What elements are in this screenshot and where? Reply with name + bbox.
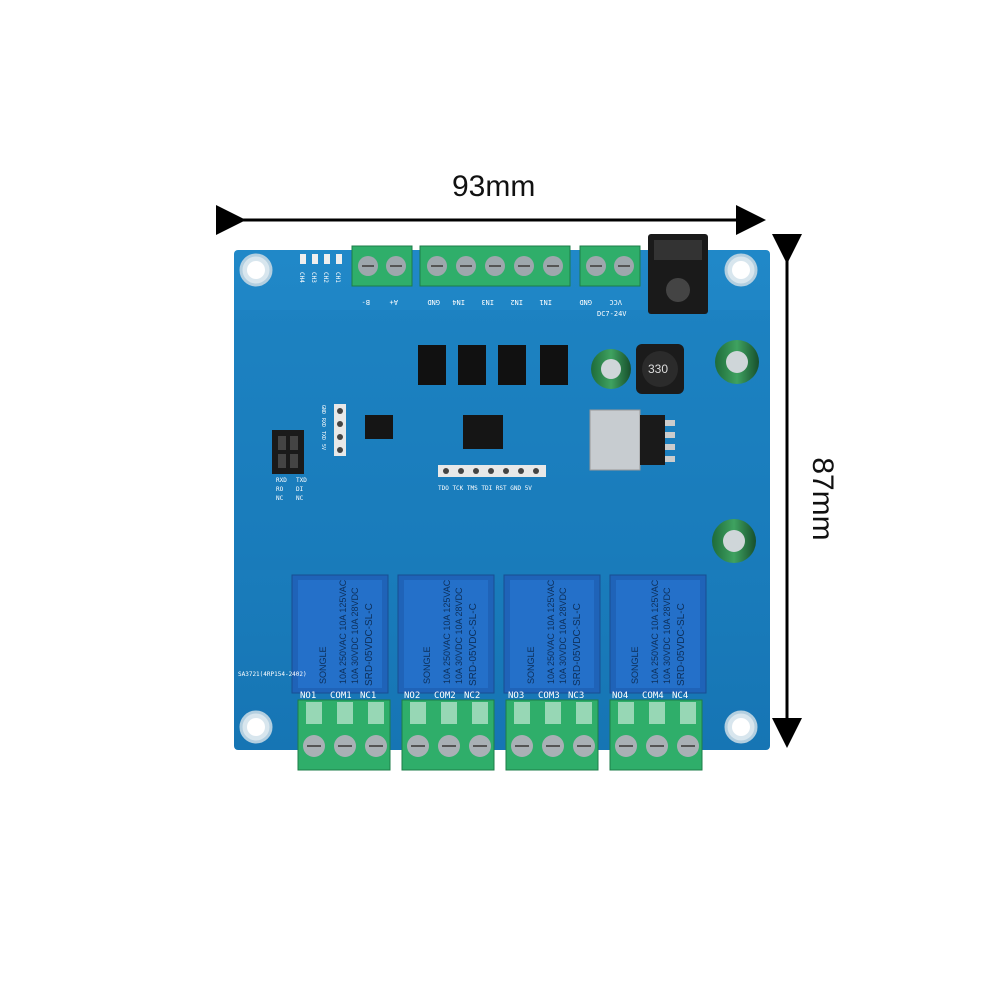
relay-brand: SONGLE [526,646,536,684]
terminal-label: B- [362,298,370,306]
capacitors [591,340,759,563]
relay-rating-1: 10A 250VAC 10A 125VAC [338,579,348,684]
width-dimension-label: 93mm [452,170,536,203]
p2-pin-label: RXD [320,418,326,427]
relay-rating-1: 10A 250VAC 10A 125VAC [442,579,452,684]
terminal-label: IN1 [539,298,552,306]
relay-model: SRD-05VDC-SL-C [364,603,375,686]
dc-jack [648,234,708,314]
relay-bottom-labels: NO1 COM1 NC1 NO2 COM2 NC2 NO3 COM3 NC3 NO4 COM4 NC4 [300,691,688,701]
relay-terminal-label: NC4 [672,691,688,701]
terminal-label: IN3 [481,298,494,306]
terminal-block-power [579,245,641,287]
relay-model: SRD-05VDC-SL-C [572,603,583,686]
inductor [636,344,684,394]
relay-terminal-label: COM1 [330,691,352,701]
relay [291,574,389,694]
relay-terminal-label: NO3 [508,691,524,701]
relay [397,574,495,694]
jumper-block [272,430,304,474]
p2-pin-label: 5V [320,444,326,450]
channel-leds [300,254,342,264]
header-p2 [334,404,346,456]
relay-rating-2: 10A 30VDC 10A 28VDC [662,587,672,684]
terminal-label: VCC [609,298,622,306]
jumper-label: TXD [296,477,307,484]
relay-brand: SONGLE [422,646,432,684]
relay-rating-1: 10A 250VAC 10A 125VAC [650,579,660,684]
terminal-label: IN4 [452,298,465,306]
power-label: DC7-24V [597,310,627,318]
mounting-holes [239,253,758,744]
microcontroller-chip [463,415,503,449]
relay-terminal-label: NC3 [568,691,584,701]
relay-model: SRD-05VDC-SL-C [468,603,479,686]
header-p2-labels: GND RXD TXD 5V [320,405,326,450]
relay-terminal [297,699,391,771]
relay-terminal-label: NO2 [404,691,420,701]
relay-terminal [505,699,599,771]
top-terminal-labels: B- A+ GND IN4 IN3 IN2 IN1 GND VCC [362,298,622,306]
header-p1 [438,465,546,477]
relay-rating-2: 10A 30VDC 10A 28VDC [454,587,464,684]
relay-rating-2: 10A 30VDC 10A 28VDC [558,587,568,684]
relay-terminal [609,699,703,771]
relay-terminal-label: COM2 [434,691,456,701]
relay [609,574,707,694]
relay-brand: SONGLE [630,646,640,684]
terminal-label: IN2 [510,298,523,306]
relay-terminal-label: COM3 [538,691,560,701]
relay-terminal-label: NO1 [300,691,316,701]
relay-rating-1: 10A 250VAC 10A 125VAC [546,579,556,684]
terminal-label: GND [427,298,440,306]
jumper-label: DI [296,486,304,493]
p2-pin-label: TXD [320,431,326,440]
board-code: SA3721(4RP154-2402) [238,671,307,678]
header-p1-label: TDO TCK TMS TDI RST GND 5V [438,485,532,492]
p2-pin-label: GND [320,405,326,414]
jumper-label: RXD [276,477,287,484]
relay-terminal-label: NC1 [360,691,376,701]
jumper-label: NC [276,495,284,502]
jumper-labels: RXD TXD RO DI NC NC [276,477,307,502]
inductor-marking: 330 [648,362,668,376]
jumper-label: NC [296,495,304,502]
terminal-block-rs485 [351,245,413,287]
channel-led-labels: CH4 CH3 CH2 CH1 [298,272,341,283]
relay-terminal-label: NO4 [612,691,628,701]
relay [503,574,601,694]
rs485-chip [365,415,393,439]
relay-brand: SONGLE [318,646,328,684]
led-label: CH1 [334,272,341,283]
voltage-regulator [589,409,675,471]
terminal-label: A+ [390,298,398,306]
relay-terminal-label: NC2 [464,691,480,701]
relay-rating-2: 10A 30VDC 10A 28VDC [350,587,360,684]
jumper-label: RO [276,486,284,493]
led-label: CH4 [298,272,305,283]
led-label: CH3 [310,272,317,283]
optocouplers [418,345,568,385]
led-label: CH2 [322,272,329,283]
relay-terminal [401,699,495,771]
terminal-block-inputs [419,245,571,287]
relay-model: SRD-05VDC-SL-C [676,603,687,686]
relay-terminal-label: COM4 [642,691,664,701]
terminal-label: GND [579,298,592,306]
